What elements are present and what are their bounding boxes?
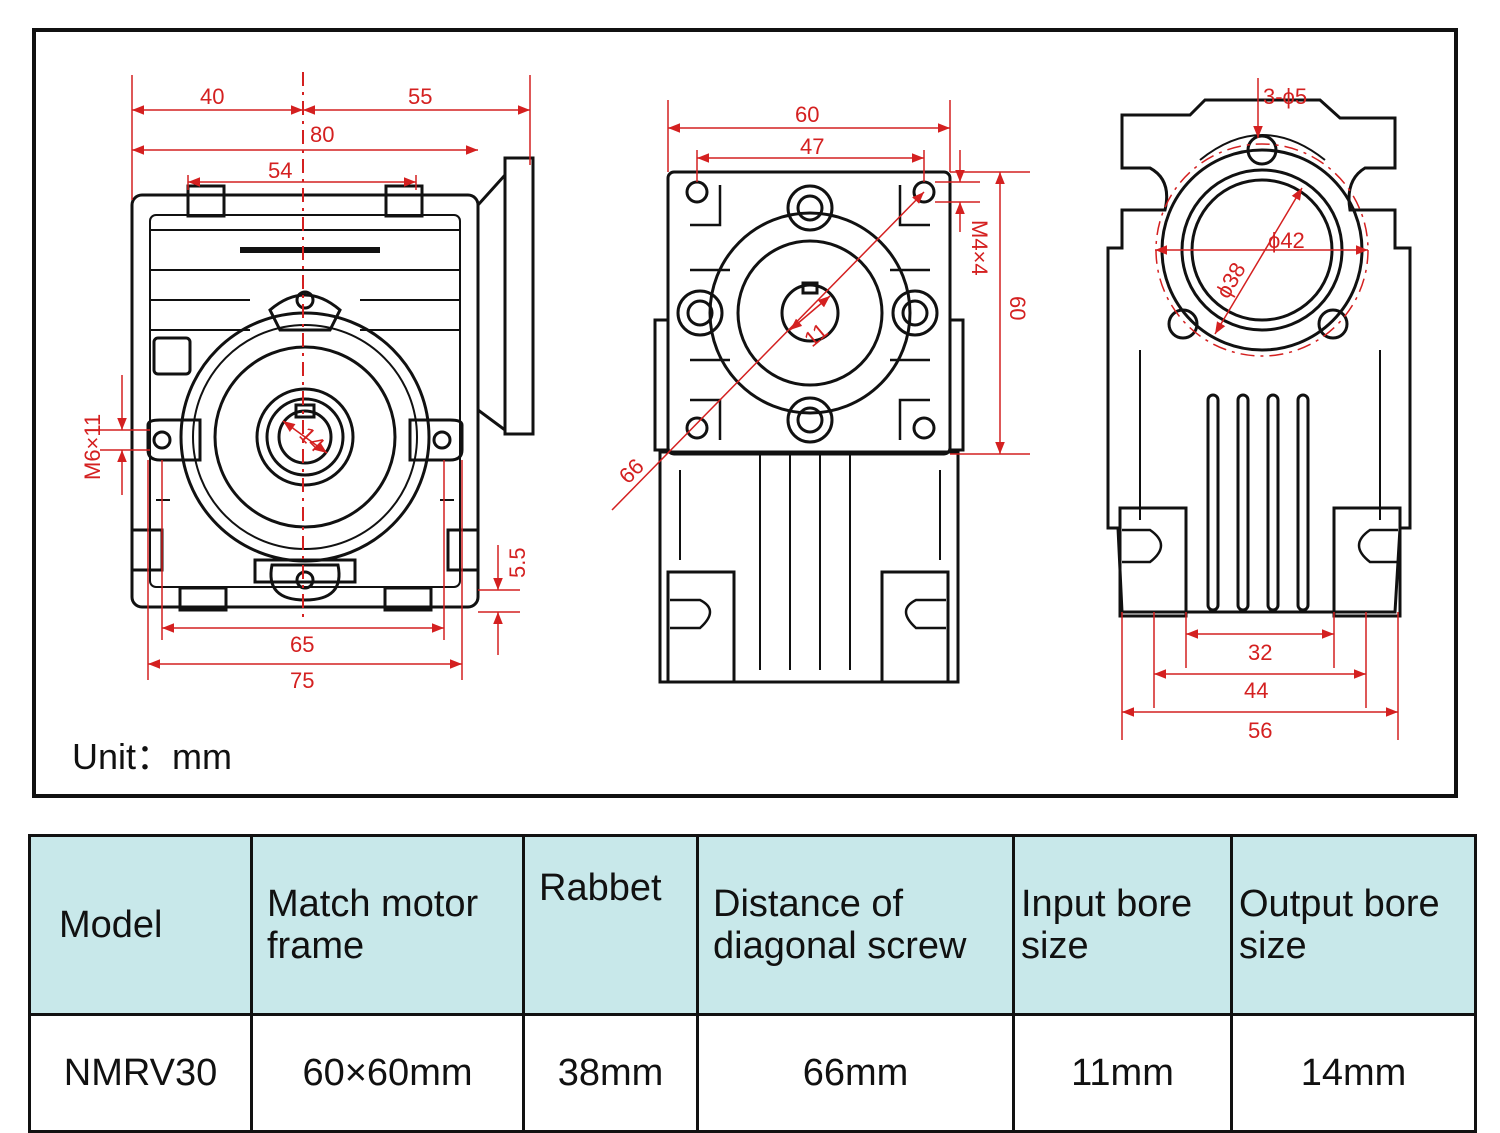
- dim-80: 80: [310, 122, 334, 147]
- side-view: [1106, 98, 1412, 618]
- dim-65: 65: [290, 632, 314, 657]
- dim-47: 47: [800, 134, 824, 159]
- table-row: NMRV30 60×60mm 38mm 66mm 11mm 14mm: [28, 1013, 1477, 1133]
- dim-m6x11: M6×11: [80, 414, 105, 480]
- front-view-dimensions: [100, 75, 531, 680]
- dim-phi38: ϕ38: [1211, 258, 1251, 302]
- flange-view: [653, 170, 965, 684]
- flange-view-dimensions: [611, 100, 1030, 511]
- header-output-bore: Output bore size: [1230, 834, 1477, 1016]
- dim-60-side: 60: [1005, 296, 1030, 320]
- unit-label: Unit：mm: [72, 736, 232, 777]
- side-view-dimensions: [1121, 78, 1399, 740]
- dim-66: 66: [614, 454, 649, 489]
- cell-motor-frame: 60×60mm: [250, 1013, 525, 1133]
- dim-55: 55: [408, 84, 432, 109]
- technical-drawing: 40 55 80 54 M6×11 14 5.5 65 75: [80, 72, 1412, 743]
- dim-11: 11: [799, 318, 833, 352]
- dim-m4x4: M4×4: [967, 220, 992, 276]
- dim-44: 44: [1244, 678, 1268, 703]
- cell-output-bore: 14mm: [1230, 1013, 1477, 1133]
- header-diagonal-screw: Distance of diagonal screw: [696, 834, 1015, 1016]
- header-rabbet: Rabbet: [522, 834, 699, 1016]
- dim-56: 56: [1248, 718, 1272, 743]
- dim-3-holes: 3-ϕ5: [1263, 84, 1307, 109]
- header-model: Model: [28, 834, 253, 1016]
- front-view: [130, 156, 535, 612]
- cell-model: NMRV30: [28, 1013, 253, 1133]
- dim-5-5: 5.5: [505, 547, 530, 578]
- header-match-motor-frame: Match motor frame: [250, 834, 525, 1016]
- header-input-bore: Input bore size: [1012, 834, 1233, 1016]
- table-header-row: Model Match motor frame Rabbet Distance …: [28, 834, 1477, 1016]
- cell-input-bore: 11mm: [1012, 1013, 1233, 1133]
- dim-40: 40: [200, 84, 224, 109]
- dim-60-top: 60: [795, 102, 819, 127]
- cell-rabbet: 38mm: [522, 1013, 699, 1133]
- dim-phi42: ϕ42: [1268, 228, 1305, 253]
- spec-table: Model Match motor frame Rabbet Distance …: [28, 834, 1477, 1133]
- cell-diagonal-screw: 66mm: [696, 1013, 1015, 1133]
- dim-75: 75: [290, 668, 314, 693]
- drawing-frame: [32, 28, 1458, 798]
- dim-32: 32: [1248, 640, 1272, 665]
- dim-54: 54: [268, 158, 292, 183]
